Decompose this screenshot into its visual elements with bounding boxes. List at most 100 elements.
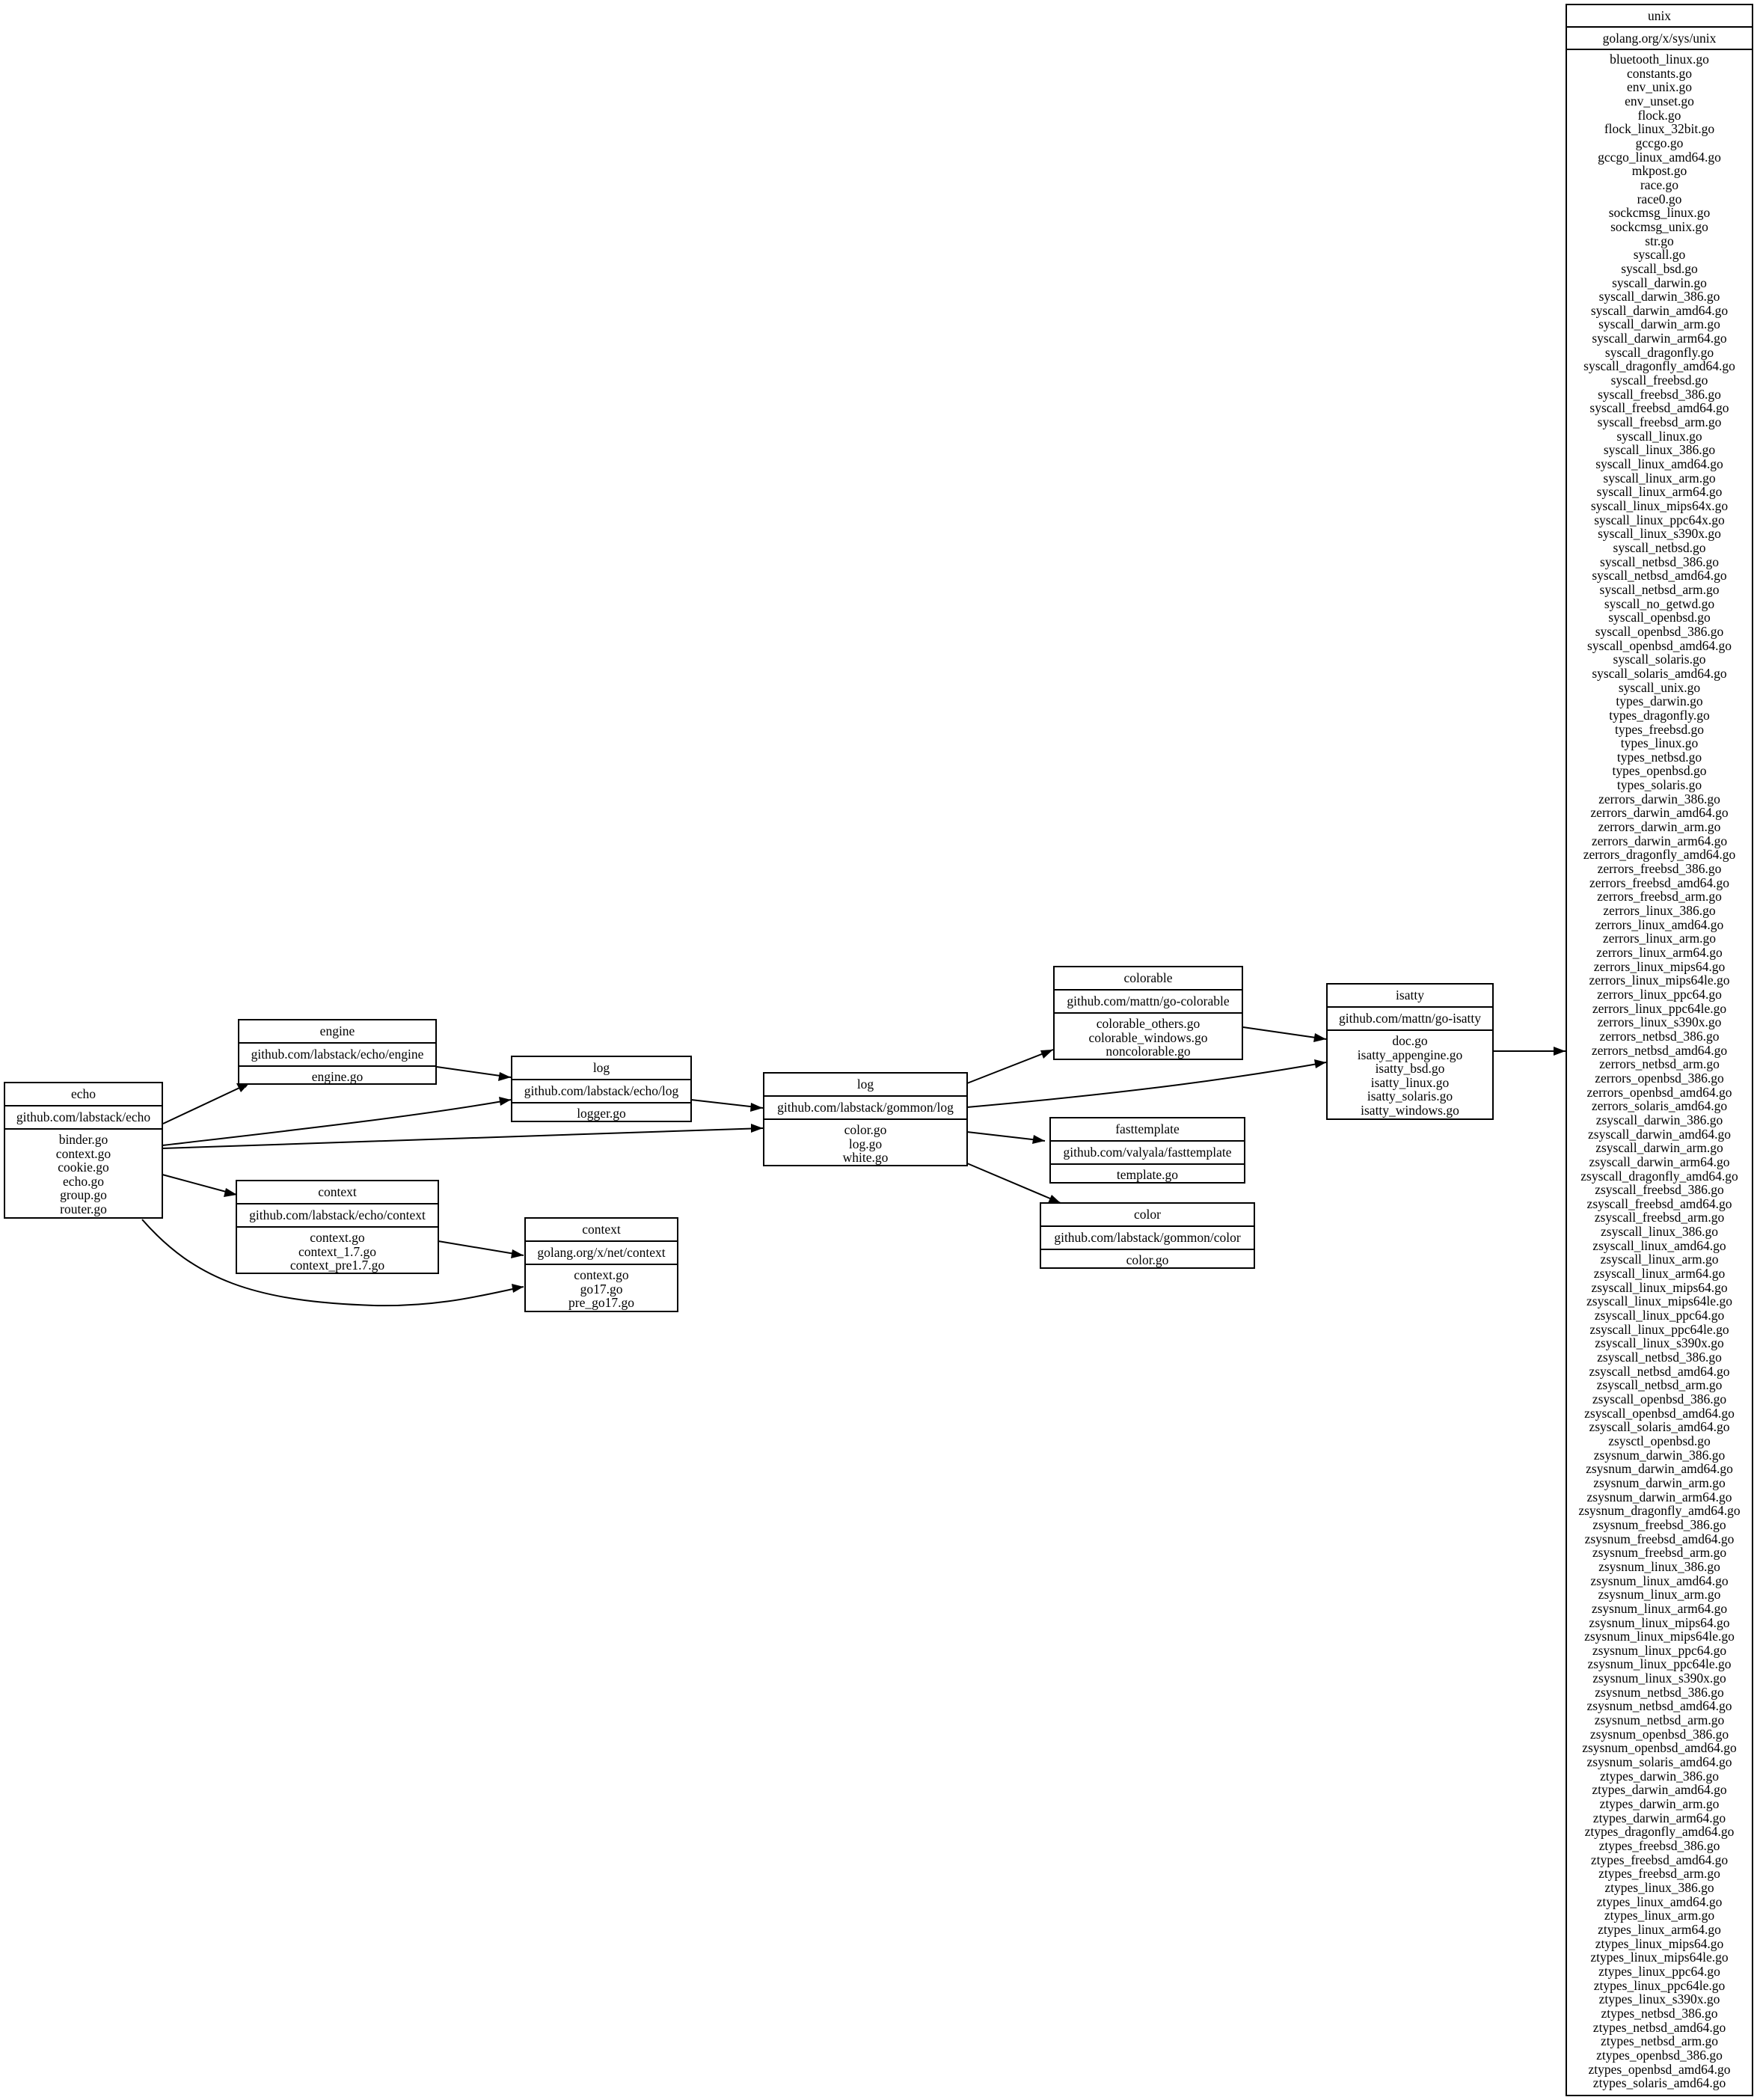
file-name: syscall_solaris.go: [1613, 652, 1706, 667]
package-path: github.com/labstack/echo: [5, 1106, 162, 1130]
file-name: cookie.go: [58, 1160, 109, 1175]
file-name: sockcmsg_unix.go: [1610, 218, 1708, 234]
file-name: white.go: [842, 1150, 889, 1165]
file-name: zsyscall_linux_arm.go: [1600, 1252, 1719, 1267]
file-name: zerrors_linux_mips64.go: [1593, 958, 1726, 974]
package-path: github.com/mattn/go-isatty: [1328, 1008, 1492, 1031]
edge-echo-context-net-context: [438, 1240, 524, 1256]
file-name: zsyscall_linux_ppc64.go: [1594, 1308, 1725, 1323]
file-name: syscall_linux_mips64x.go: [1590, 498, 1729, 513]
file-name: zsysnum_linux_s390x.go: [1592, 1671, 1726, 1686]
file-name: zsysnum_freebsd_386.go: [1592, 1516, 1726, 1532]
package-name: unix: [1567, 5, 1752, 28]
file-name: ztypes_freebsd_arm.go: [1598, 1866, 1720, 1882]
file-name: zerrors_netbsd_arm.go: [1599, 1056, 1720, 1072]
file-name: color.go: [1126, 1252, 1169, 1267]
file-name: zsyscall_linux_s390x.go: [1595, 1335, 1724, 1351]
arrowhead-gommon-log-color: [1048, 1195, 1061, 1203]
package-node-colorable[interactable]: colorable github.com/mattn/go-colorable …: [1053, 966, 1243, 1060]
file-name: zsyscall_dragonfly_amd64.go: [1580, 1168, 1738, 1184]
file-name: zsysctl_openbsd.go: [1608, 1433, 1711, 1448]
file-name: zerrors_freebsd_amd64.go: [1589, 875, 1730, 890]
file-name: zsysnum_freebsd_amd64.go: [1584, 1531, 1735, 1546]
package-node-echo-context[interactable]: context github.com/labstack/echo/context…: [236, 1180, 439, 1274]
arrowhead-echo-echo-context: [224, 1188, 237, 1197]
file-name: bluetooth_linux.go: [1610, 52, 1709, 67]
file-name: context.go: [55, 1145, 111, 1161]
file-name: syscall_darwin.go: [1612, 275, 1707, 290]
file-name: log.go: [848, 1136, 883, 1151]
file-name: ztypes_darwin_amd64.go: [1592, 1782, 1727, 1798]
file-name: zsyscall_linux_arm64.go: [1593, 1266, 1726, 1282]
package-node-fasttemplate[interactable]: fasttemplate github.com/valyala/fasttemp…: [1049, 1117, 1245, 1184]
arrowhead-echo-gommon-log: [751, 1124, 763, 1133]
file-name: syscall_netbsd.go: [1613, 539, 1706, 555]
arrowhead-gommon-log-isatty: [1314, 1059, 1326, 1068]
arrowhead-isatty-unix: [1554, 1047, 1566, 1056]
file-name: zerrors_darwin_arm64.go: [1591, 833, 1728, 848]
edge-engine-echo-log: [436, 1066, 512, 1078]
file-name: syscall_linux_386.go: [1603, 442, 1716, 458]
file-name: zsyscall_freebsd_arm.go: [1594, 1210, 1725, 1225]
file-name: syscall_dragonfly_amd64.go: [1583, 358, 1735, 374]
file-name: color.go: [844, 1122, 887, 1137]
file-name: zsyscall_freebsd_386.go: [1595, 1182, 1724, 1198]
package-path: github.com/valyala/fasttemplate: [1051, 1142, 1244, 1165]
file-name: zerrors_darwin_386.go: [1598, 791, 1720, 806]
package-node-net-context[interactable]: context golang.org/x/net/context context…: [524, 1217, 678, 1312]
file-name: gccgo.go: [1635, 135, 1684, 150]
file-name: zsysnum_linux_mips64le.go: [1584, 1629, 1735, 1644]
file-name: types_darwin.go: [1616, 694, 1703, 709]
package-node-gommon-log[interactable]: log github.com/labstack/gommon/log color…: [763, 1072, 968, 1166]
package-path: github.com/labstack/gommon/log: [764, 1097, 966, 1120]
package-node-isatty[interactable]: isatty github.com/mattn/go-isatty doc.go…: [1326, 983, 1494, 1120]
file-name: zsyscall_netbsd_amd64.go: [1589, 1363, 1730, 1379]
file-name: zsyscall_openbsd_amd64.go: [1584, 1405, 1735, 1421]
file-name: context.go: [310, 1230, 365, 1245]
file-name: zsyscall_solaris_amd64.go: [1589, 1419, 1730, 1435]
package-name: context: [237, 1181, 438, 1204]
file-name: isatty_bsd.go: [1375, 1061, 1445, 1076]
file-name: zsysnum_darwin_386.go: [1593, 1447, 1726, 1463]
file-name: syscall.go: [1633, 247, 1686, 263]
file-name: engine.go: [311, 1069, 364, 1084]
file-name: zsyscall_linux_ppc64le.go: [1589, 1321, 1729, 1337]
file-name: zsysnum_netbsd_amd64.go: [1586, 1698, 1732, 1714]
file-name: zerrors_linux_arm64.go: [1596, 945, 1723, 960]
arrowhead-colorable-isatty: [1313, 1033, 1326, 1042]
file-name: syscall_linux_ppc64x.go: [1594, 512, 1725, 527]
package-files: logger.go: [512, 1103, 690, 1121]
package-node-color[interactable]: color github.com/labstack/gommon/color c…: [1040, 1202, 1255, 1269]
file-name: types_dragonfly.go: [1609, 707, 1710, 723]
file-name: ztypes_openbsd_amd64.go: [1588, 2061, 1731, 2077]
file-name: logger.go: [577, 1106, 626, 1121]
edge-echo-gommon-log: [162, 1127, 764, 1149]
file-name: zerrors_linux_s390x.go: [1597, 1014, 1722, 1030]
package-node-engine[interactable]: engine github.com/labstack/echo/engine e…: [238, 1019, 437, 1085]
file-name: types_openbsd.go: [1612, 763, 1707, 779]
file-name: zsysnum_darwin_arm.go: [1593, 1475, 1726, 1490]
package-node-unix[interactable]: unix golang.org/x/sys/unix bluetooth_lin…: [1566, 4, 1753, 2096]
file-name: types_freebsd.go: [1614, 721, 1705, 737]
file-name: syscall_linux_arm64.go: [1596, 484, 1723, 500]
package-name: log: [512, 1057, 690, 1080]
file-name: zerrors_linux_arm.go: [1602, 931, 1717, 946]
file-name: syscall_dragonfly.go: [1604, 344, 1714, 360]
file-name: syscall_netbsd_arm.go: [1599, 581, 1720, 597]
file-name: zsysnum_linux_ppc64.go: [1592, 1642, 1727, 1658]
file-name: go17.go: [580, 1281, 623, 1297]
file-name: ztypes_linux_ppc64.go: [1598, 1963, 1720, 1979]
file-name: race.go: [1640, 177, 1678, 192]
file-name: ztypes_netbsd_386.go: [1601, 2005, 1718, 2021]
arrowhead-echo-context-net-context: [511, 1249, 524, 1258]
edge-echo-echo-context: [162, 1174, 238, 1196]
file-name: noncolorable.go: [1106, 1044, 1191, 1059]
package-name: isatty: [1328, 985, 1492, 1008]
file-name: zsyscall_darwin_386.go: [1595, 1112, 1723, 1127]
file-name: zsyscall_linux_amd64.go: [1592, 1237, 1726, 1253]
file-name: zsysnum_solaris_amd64.go: [1586, 1754, 1732, 1770]
package-node-echo-log[interactable]: log github.com/labstack/echo/log logger.…: [511, 1056, 692, 1122]
file-name: zsyscall_linux_386.go: [1601, 1224, 1718, 1240]
